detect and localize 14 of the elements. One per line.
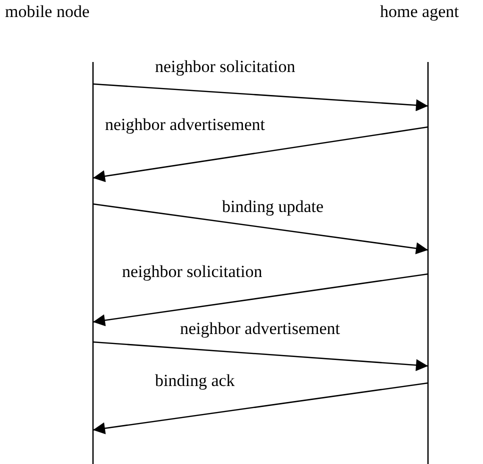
message-label: neighbor solicitation: [122, 263, 262, 281]
message-label: neighbor advertisement: [180, 320, 340, 338]
message-arrow: [92, 382, 428, 434]
message-label: neighbor solicitation: [155, 58, 296, 76]
message-arrow: [92, 341, 428, 372]
message-arrow: [92, 273, 428, 326]
message-label: neighbor advertisement: [105, 116, 266, 134]
message-label: binding ack: [155, 372, 235, 390]
message-arrow: [92, 203, 428, 254]
participant-name: home agent: [380, 2, 459, 22]
message-label: binding update: [222, 198, 324, 216]
participant-name: mobile node: [5, 2, 90, 22]
message-arrow: [92, 83, 428, 112]
message-arrow: [92, 126, 428, 182]
